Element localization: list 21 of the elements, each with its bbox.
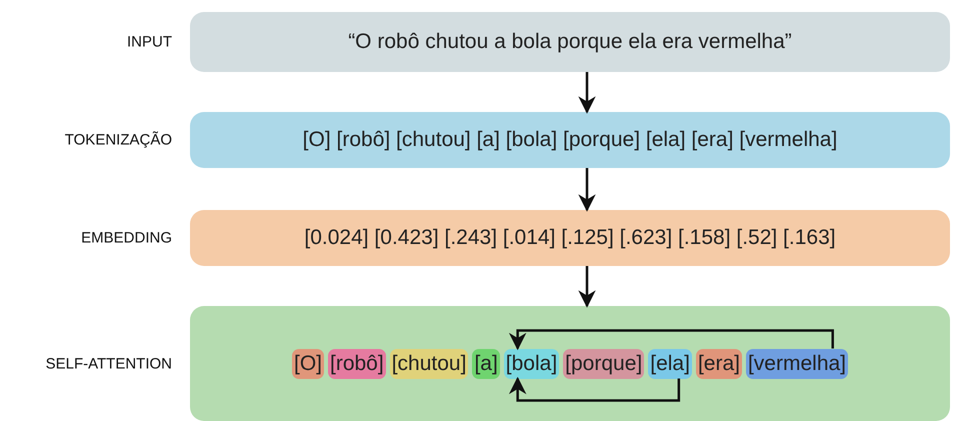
token-chip: [bola] [504, 348, 560, 378]
arrow [578, 72, 596, 114]
token-chip: [chutou] [390, 348, 468, 378]
row-label: TOKENIZAÇÃO [64, 132, 172, 148]
arrow [508, 329, 834, 350]
arrow [578, 168, 596, 212]
stage-text: [O] [robô] [chutou] [a] [bola] [porque] [ela] [era] [vermelha] [302, 128, 838, 152]
arrow [578, 266, 596, 308]
stage-text: [0.024] [0.423] [.243] [.014] [.125] [.623] [.158] [.52] [.163] [304, 226, 836, 250]
stage-text: “O robô chutou a bola porque ela era vermelha” [348, 30, 792, 54]
row-label: INPUT [126, 34, 172, 50]
token-chip: [vermelha] [746, 348, 848, 378]
arrow [508, 376, 680, 402]
row-label: SELF-ATTENTION [44, 355, 172, 372]
token-chip: [ela] [648, 348, 692, 378]
token-chip: [a] [472, 348, 500, 378]
token-chip: [robô] [328, 348, 386, 378]
token-chip: [O] [292, 348, 324, 378]
token-chip: [era] [696, 348, 742, 378]
token-chip: [porque] [563, 348, 644, 378]
row-label: EMBEDDING [80, 230, 172, 246]
